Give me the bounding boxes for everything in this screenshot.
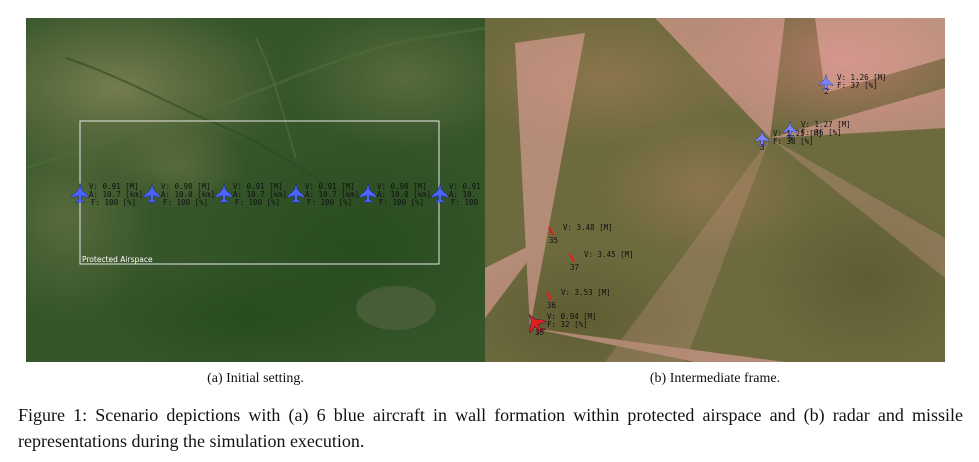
protected-airspace-label: Protected Airspace xyxy=(82,255,153,264)
missile-id-label: 35 xyxy=(549,236,558,245)
aircraft-altitude-label: A: 10.7 [km] xyxy=(233,190,287,199)
aircraft-fuel-label: F: 100 [%] xyxy=(163,198,208,207)
blue-fuel-label: F: 36 [%] xyxy=(801,128,842,137)
aircraft-altitude-label: A: 10.0 [km] xyxy=(161,190,215,199)
radar-cone xyxy=(530,328,785,362)
aircraft-velocity-label: V: 0.91 [M] xyxy=(233,182,283,191)
radar-cone xyxy=(770,88,945,138)
aircraft-fuel-label: F: 100 [%] xyxy=(379,198,424,207)
blue-fuel-label: F: 38 [%] xyxy=(773,137,814,146)
blue-velocity-label: V: 1.26 [M] xyxy=(837,73,887,82)
blue-id-label: 5 xyxy=(788,134,793,143)
aircraft-altitude-label: A: 10.0 [km] xyxy=(377,190,431,199)
aircraft-icon xyxy=(819,73,833,91)
red-id-label: 35 xyxy=(535,328,544,337)
red-aircraft-group: V: 0.94 [M]F: 32 [%]35 xyxy=(528,312,597,337)
blue-id-label: 2 xyxy=(824,87,829,96)
aircraft-icon xyxy=(783,120,797,138)
aircraft-formation: V: 0.91 [M]A: 10.7 [km]F: 100 [%]V: 0.90… xyxy=(71,182,481,207)
aircraft-icon xyxy=(143,182,161,204)
aircraft-altitude-label: A: 10.7 [km] xyxy=(305,190,359,199)
aircraft-icon xyxy=(755,129,769,147)
figure-caption: Figure 1: Scenario depictions with (a) 6… xyxy=(18,405,963,451)
aircraft-icon xyxy=(71,182,89,204)
radar-cones xyxy=(485,18,945,362)
radar-cone xyxy=(485,238,545,318)
aircraft-icon xyxy=(431,182,449,204)
blue-aircraft-group: V: 1.26 [M]F: 37 [%] 2 V: 1.27 [M]F: 36 [%… xyxy=(755,73,887,152)
blue-velocity-label: V: 1.25 [M] xyxy=(773,129,823,138)
missile-icon xyxy=(548,226,554,236)
blue-velocity-label: V: 1.27 [M] xyxy=(801,120,851,129)
red-fuel-label: F: 32 [%] xyxy=(547,320,588,329)
aircraft-velocity-label: V: 0.91 xyxy=(449,182,481,191)
aircraft-icon xyxy=(215,182,233,204)
aircraft-velocity-label: V: 0.91 [M] xyxy=(89,182,139,191)
panel-initial-setting: Protected Airspace V: 0.91 [M]A: 10.7 [k… xyxy=(26,18,485,362)
missile-velocity-label: V: 3.48 [M] xyxy=(563,223,613,232)
aircraft-velocity-label: V: 0.91 [M] xyxy=(305,182,355,191)
aircraft-altitude-label: A: 10. xyxy=(449,190,476,199)
blue-id-label: 3 xyxy=(760,143,765,152)
aircraft-icon xyxy=(359,182,377,204)
radar-cone xyxy=(605,138,770,362)
missile-group: V: 3.48 [M] 35 V: 3.45 [M] 37 V: 3.53 [M] 36 xyxy=(546,223,634,310)
aircraft-velocity-label: V: 0.90 [M] xyxy=(161,182,211,191)
radar-cone xyxy=(770,138,945,278)
satellite-map-a: Protected Airspace V: 0.91 [M]A: 10.7 [k… xyxy=(26,18,485,362)
aircraft-icon xyxy=(528,313,547,336)
aircraft-velocity-label: V: 0.90 [M] xyxy=(377,182,427,191)
radar-map-b: V: 1.26 [M]F: 37 [%] 2 V: 1.27 [M]F: 36 [%… xyxy=(485,18,945,362)
aircraft-fuel-label: F: 100 xyxy=(451,198,479,207)
aircraft-altitude-label: A: 10.7 [km] xyxy=(89,190,143,199)
missile-icon xyxy=(569,253,575,263)
radar-cone xyxy=(655,18,785,138)
missile-id-label: 37 xyxy=(570,263,579,272)
red-velocity-label: V: 0.94 [M] xyxy=(547,312,597,321)
panel-intermediate-frame: V: 1.26 [M]F: 37 [%] 2 V: 1.27 [M]F: 36 [%… xyxy=(485,18,945,362)
subcaption-b: (b) Intermediate frame. xyxy=(649,371,781,386)
missile-velocity-label: V: 3.53 [M] xyxy=(561,288,611,297)
missile-id-label: 36 xyxy=(547,301,557,310)
blue-fuel-label: F: 37 [%] xyxy=(837,81,878,90)
subcaption-a: (a) Initial setting. xyxy=(207,371,304,386)
aircraft-icon xyxy=(287,182,305,204)
missile-icon xyxy=(546,291,552,301)
aircraft-fuel-label: F: 100 [%] xyxy=(235,198,280,207)
missile-velocity-label: V: 3.45 [M] xyxy=(584,250,634,259)
radar-cone xyxy=(815,18,945,93)
aircraft-fuel-label: F: 100 [%] xyxy=(307,198,352,207)
aircraft-fuel-label: F: 100 [%] xyxy=(91,198,136,207)
